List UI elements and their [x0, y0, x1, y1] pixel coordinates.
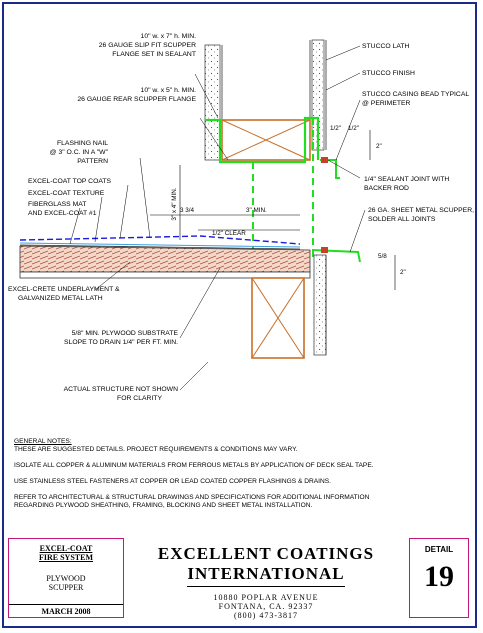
label-actual-structure-1: ACTUAL STRUCTURE NOT SHOWN — [64, 386, 179, 393]
title-block-center: EXCELLENT COATINGS INTERNATIONAL 10880 P… — [130, 538, 402, 620]
label-sheet-metal-2: SOLDER ALL JOINTS — [368, 216, 436, 223]
phone: (800) 473-3817 — [234, 611, 298, 620]
label-fiberglass-2: AND EXCEL-COAT #1 — [28, 210, 97, 217]
underlayment-slab — [19, 245, 311, 273]
texture-layer — [19, 242, 301, 248]
dim-3-3-4: 3 3/4 — [180, 207, 195, 214]
label-slip-scupper-1: 10" w. x 7" h. MIN. — [141, 33, 197, 40]
drawing-frame — [2, 2, 477, 628]
dim-2-bottom: 2" — [400, 269, 406, 276]
detail-name-2: SCUPPER — [48, 583, 84, 592]
label-plywood-2: SLOPE TO DRAIN 1/4" PER FT. MIN. — [64, 339, 178, 346]
label-plywood-1: 5/8" MIN. PLYWOOD SUBSTRATE — [72, 330, 179, 337]
blocking-cross-b — [221, 119, 311, 161]
detail-name-1: PLYWOOD — [46, 574, 86, 583]
label-flashing-nail-1: FLASHING NAIL — [57, 140, 108, 147]
notes-line-4: REFER TO ARCHITECTURAL & STRUCTURAL DRAW… — [14, 494, 370, 501]
dim-2-top: 2" — [376, 143, 382, 150]
slip-scupper-flange — [205, 116, 320, 164]
label-flashing-nail-3: PATTERN — [77, 158, 108, 165]
top-coats-layer — [19, 235, 301, 245]
dim-3x4-min: 3" x 4" MIN. — [171, 187, 178, 220]
system-line-2: FIRE SYSTEM — [38, 553, 93, 562]
upper-wall-stucco-left — [204, 44, 221, 161]
label-actual-structure-2: FOR CLARITY — [117, 395, 162, 402]
dim-half-b: 1/2" — [348, 125, 359, 132]
sealant-joint-upper — [321, 157, 328, 163]
company-line-1: EXCELLENT COATINGS — [157, 544, 375, 563]
fiberglass-layer — [19, 244, 301, 250]
dim-half-a: 1/2" — [330, 125, 341, 132]
label-fiberglass-1: FIBERGLASS MAT — [28, 201, 86, 208]
date: MARCH 2008 — [9, 604, 123, 616]
notes-heading: GENERAL NOTES: — [14, 438, 72, 445]
label-stucco-lath: STUCCO LATH — [362, 43, 410, 50]
plywood-substrate — [19, 271, 311, 279]
label-casing-bead-1: STUCCO CASING BEAD TYPICAL — [362, 91, 469, 98]
label-stucco-finish: STUCCO FINISH — [362, 70, 415, 77]
label-slip-scupper-3: FLANGE SET IN SEALANT — [112, 51, 196, 58]
label-top-coats: EXCEL-COAT TOP COATS — [28, 178, 112, 185]
general-notes: GENERAL NOTES: THESE ARE SUGGESTED DETAI… — [14, 438, 469, 510]
address: 10880 POPLAR AVENUE — [213, 593, 319, 602]
lower-wall-stucco — [313, 254, 327, 356]
system-line-1: EXCEL-COAT — [39, 544, 93, 553]
label-underlayment-1: EXCEL-CRETE UNDERLAYMENT & — [8, 286, 120, 293]
label-texture: EXCEL-COAT TEXTURE — [28, 190, 105, 197]
label-casing-bead-2: @ PERIMETER — [362, 100, 411, 107]
notes-line-3: USE STAINLESS STEEL FASTENERS AT COPPER … — [14, 478, 331, 485]
label-sealant-joint-2: BACKER ROD — [364, 185, 409, 192]
title-block-right: DETAIL 19 — [409, 538, 469, 618]
lower-framing-cross-b — [251, 277, 305, 359]
label-rear-scupper-2: 26 GAUGE REAR SCUPPER FLANGE — [77, 96, 196, 103]
leader-lines — [69, 45, 366, 391]
scupper-detail-drawing: 10" w. x 7" h. MIN. 26 GAUGE SLIP FIT SC… — [8, 33, 474, 402]
detail-label: DETAIL — [424, 545, 454, 554]
label-underlayment-2: GALVANIZED METAL LATH — [18, 295, 103, 302]
label-sheet-metal-1: 26 GA. SHEET METAL SCUPPER, — [368, 207, 474, 214]
label-flashing-nail-2: @ 3" O.C. IN A "W" — [50, 149, 109, 156]
label-rear-scupper-1: 10" w. x 5" h. MIN. — [141, 87, 197, 94]
sealant-joint-lower — [321, 247, 328, 253]
label-slip-scupper-2: 26 GAUGE SLIP FIT SCUPPER — [99, 42, 196, 49]
title-block-left: EXCEL-COAT FIRE SYSTEM PLYWOOD SCUPPER M… — [8, 538, 124, 618]
city: FONTANA, CA. 92337 — [218, 602, 314, 611]
notes-line-5: REGARDING PLYWOOD SHEATHING, FRAMING, BL… — [14, 502, 313, 509]
notes-line-2: ISOLATE ALL COPPER & ALUMINUM MATERIALS … — [14, 462, 374, 469]
dim-half-clear: 1/2" CLEAR — [212, 230, 246, 237]
label-sealant-joint-1: 1/4" SEALANT JOINT WITH — [364, 176, 449, 183]
detail-number: 19 — [424, 560, 454, 593]
company-line-2: INTERNATIONAL — [187, 564, 345, 587]
dim-3-min: 3" MIN. — [246, 207, 267, 214]
dim-5-8: 5/8 — [378, 253, 387, 260]
notes-line-1: THESE ARE SUGGESTED DETAILS. PROJECT REQ… — [14, 446, 298, 453]
